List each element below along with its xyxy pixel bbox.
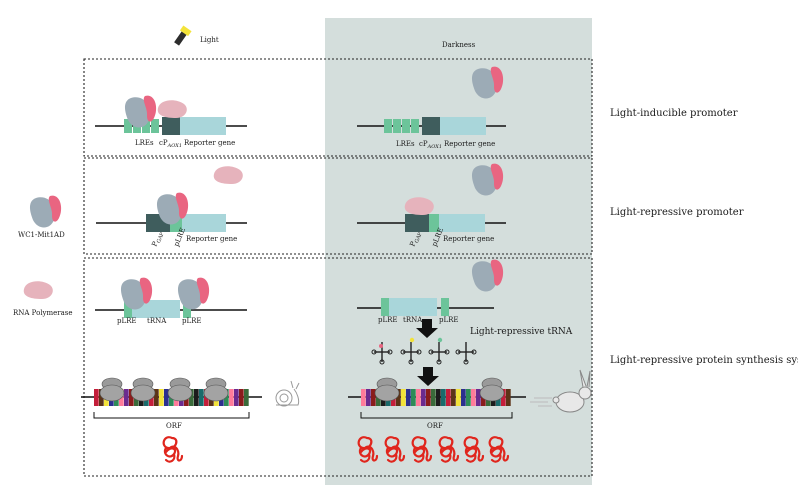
codon-block [124,389,129,406]
codon-block [361,389,366,406]
wc1-legend-label: WC1-Mit1AD [18,231,65,239]
codon-block [94,389,99,406]
codon-block [366,389,371,406]
wc1-protein [177,277,210,310]
ribosome [167,377,193,402]
codon-block [244,389,249,406]
amino-acid-dot [409,337,415,343]
codon-block [421,389,426,406]
codon-block [401,389,406,406]
row1-dark-construct [357,117,506,135]
row3-light-trna-construct [95,300,247,318]
amino-acid-dot [437,337,443,343]
trna-label: tRNA [147,317,167,325]
orf-label: ORF [427,422,443,430]
amino-acid-dot [379,344,383,348]
codon-block [436,389,441,406]
codon-block [431,389,436,406]
ribosome [130,377,156,402]
rna-polymerase [157,100,187,118]
codon-block [476,389,481,406]
polymerase-legend-label: RNA Polymerase [13,309,73,317]
light-repressive-trna-label: Light-repressive tRNA [470,327,573,337]
rna-polymerase [213,166,243,184]
protein-icon [162,436,184,463]
polymerase-legend-icon [23,281,53,299]
plre-label: pLRE [117,317,137,325]
codon-block [99,389,104,406]
codon-block [234,389,239,406]
down-arrow-icon [416,319,438,338]
ribosome [479,377,505,402]
row-box-1 [83,58,593,157]
aox1-promoter-label: cPAOX1 [419,140,442,150]
row-label-light-inducible: Light-inducible promoter [610,108,738,119]
codon-block [446,389,451,406]
ribosome [203,377,229,402]
codon-block [406,389,411,406]
row-label-protein-synthesis: Light-repressive protein synthesis syste… [610,355,798,366]
codon-block [396,389,401,406]
codon-block [471,389,476,406]
trna-label: tRNA [403,316,423,324]
orf-label: ORF [166,422,182,430]
orf-bracket [360,412,513,419]
lres-label: LREs [396,140,415,148]
codon-block [229,389,234,406]
codon-block [164,389,169,406]
row3-dark-trna-construct [357,298,494,316]
codon-block [199,389,204,406]
reporter-gene-label: Reporter gene [184,139,235,147]
codon-block [239,389,244,406]
plre-label: pLRE [378,316,398,324]
codon-block [159,389,164,406]
codon-block [506,389,511,406]
reporter-gene-label: Reporter gene [443,235,494,243]
codon-block [426,389,431,406]
codon-block [416,389,421,406]
wc1-legend-icon [29,195,62,228]
down-arrow-icon [417,367,439,386]
snail-icon [275,380,300,407]
ribosome [374,377,400,402]
codon-block [189,389,194,406]
codon-block [501,389,506,406]
darkness-panel [325,18,592,485]
pgap-label: PGAP [150,230,165,249]
codon-block [456,389,461,406]
rabbit-icon [530,369,592,413]
codon-block [371,389,376,406]
darkness-header: Darkness [442,41,476,49]
lres-label: LREs [135,139,154,147]
row2-dark-construct [357,214,506,232]
codon-block [441,389,446,406]
codon-block [129,389,134,406]
reporter-gene-label: Reporter gene [444,140,495,148]
aox1-promoter-label: cPAOX1 [159,139,182,149]
codon-block [466,389,471,406]
pgap-label: PGAP [408,230,423,249]
row-label-light-repressive-promoter: Light-repressive promoter [610,207,744,218]
row1-light-construct [95,117,247,135]
codon-block [194,389,199,406]
flashlight-icon [174,25,192,46]
plre-label: pLRE [439,316,459,324]
codon-block [451,389,456,406]
row-box-3 [83,257,593,477]
reporter-gene-label: Reporter gene [186,235,237,243]
orf-bracket [93,412,250,419]
light-header: Light [200,36,219,44]
codon-block [154,389,159,406]
plre-label: pLRE [182,317,202,325]
codon-block [411,389,416,406]
row-box-2 [83,157,593,255]
codon-block [461,389,466,406]
ribosome [99,377,125,402]
